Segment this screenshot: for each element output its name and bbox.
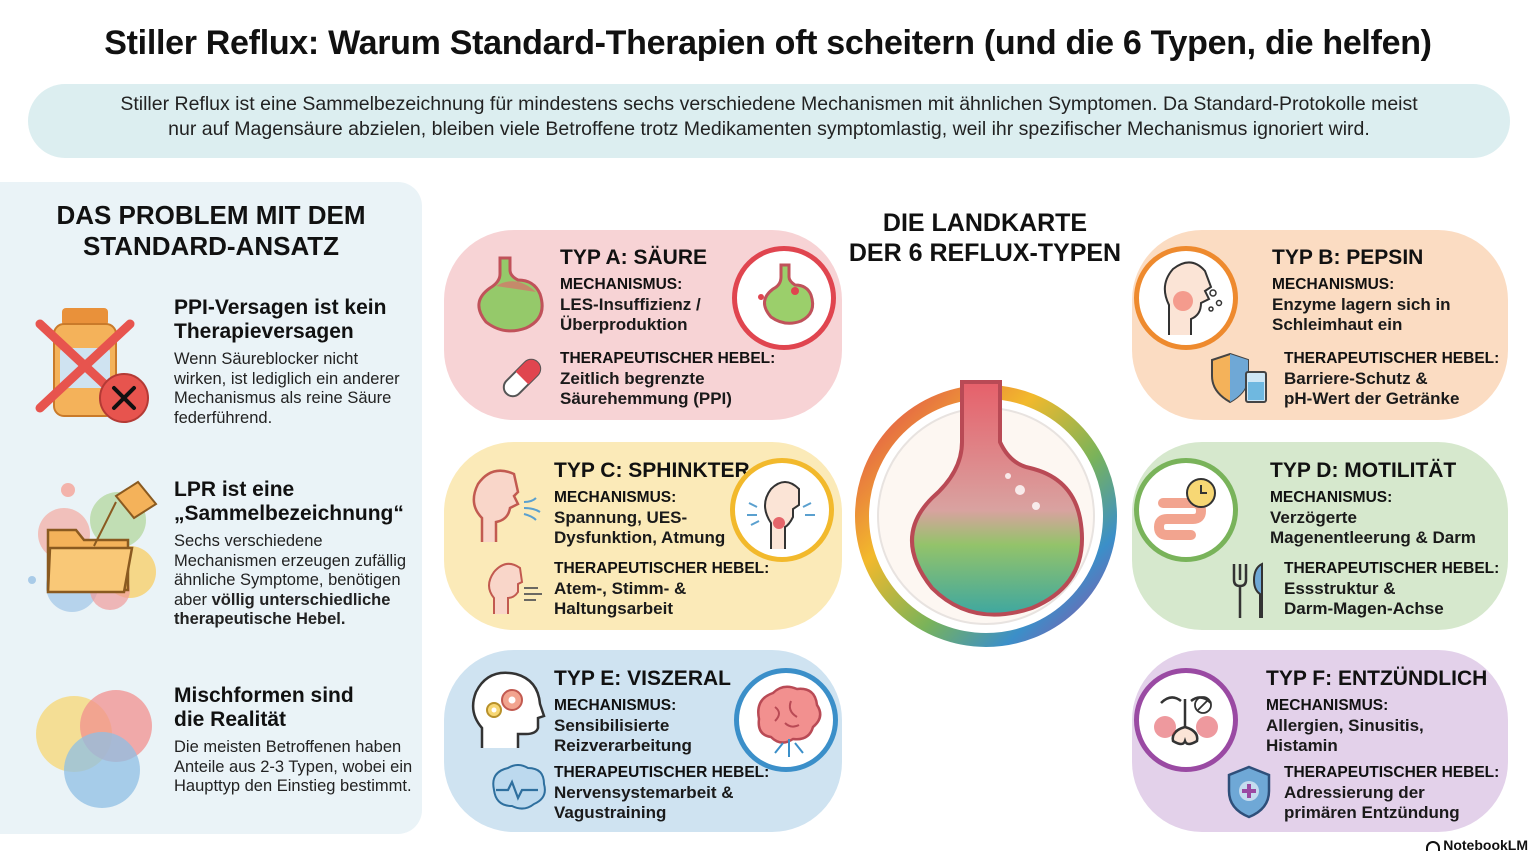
map-title-line-2: DER 6 REFLUX-TYPEN (848, 239, 1122, 267)
notebooklm-logo-icon (1426, 841, 1441, 851)
type-e-lever-label: THERAPEUTISCHER HEBEL: (554, 764, 770, 781)
problem-heading: DAS PROBLEM MIT DEM STANDARD-ANSATZ (0, 200, 422, 262)
type-c-mechanism-label: MECHANISMUS: (554, 489, 677, 506)
shield-glass-icon (1210, 350, 1274, 406)
breathing-face-icon (466, 464, 550, 544)
problem-item-mixed-text: Die meisten Betroffenen haben Anteile au… (174, 738, 413, 795)
shield-cross-icon (1224, 764, 1274, 820)
type-b-lever-label: THERAPEUTISCHER HEBEL: (1284, 350, 1500, 367)
type-b-lever-text: Barriere-Schutz &pH-Wert der Getränke (1284, 369, 1460, 408)
type-f-title: TYP F: ENTZÜNDLICH (1266, 667, 1488, 690)
type-f-mechanism-label: MECHANISMUS: (1266, 697, 1389, 714)
map-title: DIE LANDKARTE DER 6 REFLUX-TYPEN (840, 208, 1130, 268)
type-d-title: TYP D: MOTILITÄT (1270, 459, 1457, 482)
throat-spray-icon (1134, 246, 1238, 350)
type-e-title: TYP E: VISZERAL (554, 667, 731, 690)
overlapping-circles-icon (26, 686, 156, 816)
heartbeat-brain-icon (488, 764, 548, 814)
type-c-title: TYP C: SPHINKTER (554, 459, 750, 482)
type-a-title: TYP A: SÄURE (560, 246, 708, 269)
brain-icon (734, 668, 838, 772)
capsule-icon (496, 352, 548, 404)
type-a-lever-label: THERAPEUTISCHER HEBEL: (560, 350, 776, 367)
intro-line-1: Stiller Reflux ist eine Sammelbezeichnun… (120, 93, 1418, 115)
type-f-mechanism-text: Allergien, Sinusitis,Histamin (1266, 716, 1424, 755)
page-title: Stiller Reflux: Warum Standard-Therapien… (104, 24, 1432, 62)
type-d-lever-text: Essstruktur &Darm-Magen-Achse (1284, 579, 1444, 618)
brand-label: NotebookLM (1426, 837, 1528, 853)
intro-banner: Stiller Reflux ist eine Sammelbezeichnun… (28, 84, 1510, 158)
pill-bottle-crossed-icon (26, 300, 156, 430)
map-title-line-1: DIE LANDKARTE (882, 209, 1088, 237)
stomach-acid-icon (732, 246, 836, 350)
type-a-mechanism-text: LES-Insuffizienz /Überproduktion (560, 295, 701, 334)
type-f-lever-label: THERAPEUTISCHER HEBEL: (1284, 764, 1500, 781)
fork-knife-icon (1226, 562, 1272, 620)
type-d-lever-label: THERAPEUTISCHER HEBEL: (1284, 560, 1500, 577)
type-b-mechanism-label: MECHANISMUS: (1272, 276, 1395, 293)
type-d-mechanism-label: MECHANISMUS: (1270, 489, 1393, 506)
exhaling-face-icon (484, 560, 550, 616)
type-c-lever-text: Atem-, Stimm- &Haltungsarbeit (554, 579, 687, 618)
central-stomach-illustration (850, 380, 1122, 652)
problem-heading-line-1: DAS PROBLEM MIT DEM (56, 200, 366, 230)
type-b-title: TYP B: PEPSIN (1272, 246, 1424, 269)
problem-item-ppi-text: Wenn Säureblocker nicht wirken, ist ledi… (174, 350, 400, 427)
brand-text: NotebookLM (1443, 837, 1528, 853)
type-c-lever-label: THERAPEUTISCHER HEBEL: (554, 560, 770, 577)
problem-heading-line-2: STANDARD-ANSATZ (82, 231, 340, 261)
problem-item-lpr: LPR ist eine„Sammelbezeichnung“ Sechs ve… (174, 478, 414, 630)
intestine-clock-icon (1134, 458, 1238, 562)
type-e-mechanism-label: MECHANISMUS: (554, 697, 677, 714)
folder-tag-icon (26, 478, 161, 618)
stomach-icon (470, 256, 548, 334)
problem-item-lpr-text: Sechs verschiedene Mechanismen erzeugen … (174, 532, 407, 628)
head-gears-icon (468, 668, 548, 750)
type-a-mechanism-label: MECHANISMUS: (560, 276, 683, 293)
intro-line-2: nur auf Magensäure abzielen, bleiben vie… (168, 118, 1370, 140)
inflamed-nose-icon (1134, 668, 1238, 772)
problem-item-lpr-title: LPR ist eine„Sammelbezeichnung“ (174, 478, 404, 525)
throat-tension-icon (730, 458, 834, 562)
type-e-lever-text: Nervensystemarbeit &Vagustraining (554, 783, 734, 822)
type-c-mechanism-text: Spannung, UES-Dysfunktion, Atmung (554, 508, 726, 547)
